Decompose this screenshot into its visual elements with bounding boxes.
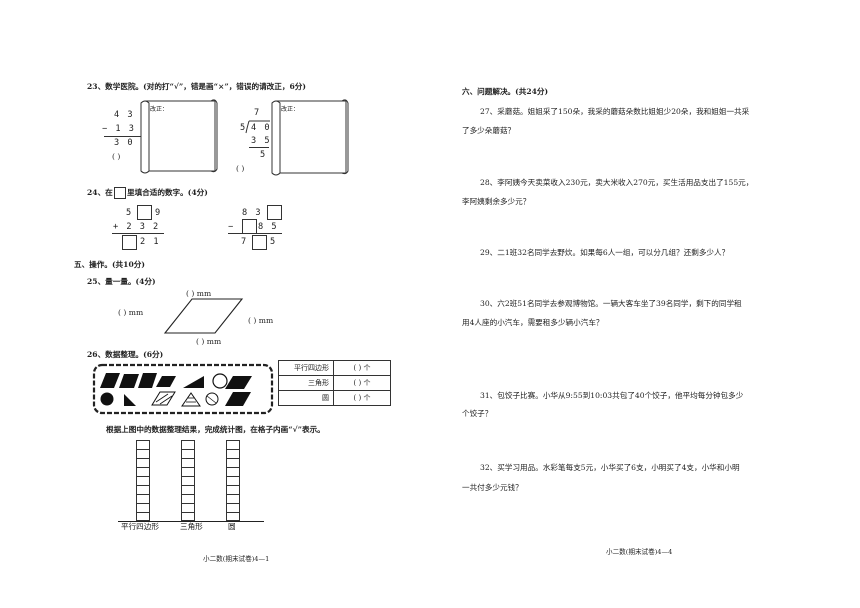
answer-box[interactable] — [267, 205, 282, 220]
tally-count[interactable]: ( ) 个 — [333, 390, 391, 406]
q23-sub-top: 4 3 2 — [114, 110, 148, 120]
question-30-line2: 用4人座的小汽车，需要租多少辆小汽车？ — [462, 318, 604, 327]
q24-add-r2: + 2 3 2 — [113, 222, 160, 232]
q24-sub-r3b: 5 — [270, 237, 277, 247]
parallelogram-icon — [225, 392, 251, 406]
answer-box[interactable] — [137, 205, 152, 220]
q23-div-divisor: 5 — [240, 123, 247, 133]
q24-title-a: 24、在 — [87, 188, 113, 197]
table-row: 圆 ( ) 个 — [278, 390, 391, 406]
q23-div-line — [249, 147, 269, 148]
q23-div-step1: 3 5 — [251, 136, 272, 146]
q24-add-r3: 2 1 — [140, 237, 161, 247]
q24-add-line — [112, 233, 164, 234]
question-30-line1: 30、六2班51名同学去参观博物馆。一辆大客车坐了39名同学，剩下的同学租 — [480, 299, 742, 308]
parallelogram-icon — [100, 373, 120, 388]
section6-heading: 六、问题解决。(共24分) — [462, 87, 549, 96]
tally-table: 平行四边形 ( ) 个 三角形 ( ) 个 圆 ( ) 个 — [278, 360, 391, 406]
question-32-line1: 32、买学习用品。水彩笔每支5元，小华买了6支，小明买了4支，小华和小明 — [480, 463, 740, 472]
bar-label: 圆 — [228, 522, 236, 531]
q24-add-r1a: 5 — [126, 208, 133, 218]
q24-sub-r3a: 7 — [241, 237, 248, 247]
parallelogram-icon — [119, 374, 139, 388]
bar-label: 平行四边形 — [121, 522, 159, 531]
bar-column-triangle[interactable] — [181, 440, 195, 521]
q23-sub-paren: ( ) — [112, 152, 121, 161]
question-31-line1: 31、包饺子比赛。小华从9:55到10:03共包了40个饺子，他平均每分钟包多少 — [480, 391, 744, 400]
triangle-icon — [183, 376, 204, 388]
question-32-line2: 一共付多少元钱？ — [462, 483, 523, 492]
question-27-line1: 27、采蘑菇。姐姐采了150朵，我采的蘑菇朵数比姐姐少20朵，我和姐姐一共采 — [480, 107, 750, 116]
parallelogram-shape — [163, 298, 244, 334]
answer-box[interactable] — [252, 235, 267, 250]
q25-top-label: ( ) mm — [186, 289, 212, 298]
q24-add-r1b: 9 — [155, 208, 162, 218]
answer-box — [114, 187, 126, 199]
correction-label-2: 改正： — [281, 106, 300, 113]
q25-left-label: ( ) mm — [118, 308, 144, 317]
q25-right-label: ( ) mm — [248, 316, 274, 325]
parallelogram-icon — [225, 376, 252, 389]
q23-sub-minus: − 1 3 4 — [102, 124, 149, 134]
parallelogram-icon — [138, 373, 157, 388]
q23-sub-result: 3 0 8 — [114, 138, 148, 148]
q25-bottom-label: ( ) mm — [196, 337, 222, 346]
parallelogram-icon — [156, 376, 176, 387]
table-row: 平行四边形 ( ) 个 — [278, 360, 391, 376]
q23-div-quotient: 7 — [254, 108, 261, 118]
bar-label: 三角形 — [180, 522, 203, 531]
q24-sub-r2: 8 5 — [258, 222, 279, 232]
q23-title: 23、数学医院。(对的打“√”，错是画“×”，错误的请改正，6分) — [87, 82, 306, 91]
chart-baseline — [118, 521, 264, 522]
correction-box-1 — [140, 99, 218, 174]
right-footer: 小二数(期末试卷)4—4 — [606, 548, 673, 556]
triangle-icon — [181, 392, 201, 407]
division-bracket — [245, 120, 270, 134]
correction-box-2 — [271, 99, 349, 176]
question-28-line1: 28、李阿姨今天卖菜收入230元，卖大米收入270元，买生活用品支出了155元， — [480, 178, 754, 187]
parallelogram-icon — [151, 391, 176, 406]
question-28-line2: 李阿姨剩余多少元？ — [462, 197, 531, 206]
triangle-icon — [124, 394, 136, 406]
q26-title: 26、数据整理。(6分) — [87, 350, 164, 359]
left-footer: 小二数(期末试卷)4—1 — [203, 555, 270, 563]
correction-label-1: 改正： — [150, 106, 169, 113]
q24-sub-line — [228, 233, 282, 234]
bar-column-circle[interactable] — [226, 440, 240, 521]
circle-icon — [205, 392, 219, 406]
q23-div-paren: ( ) — [236, 164, 245, 173]
answer-box[interactable] — [122, 235, 137, 250]
q24-sub-r2-sign: − — [228, 222, 235, 232]
circle-icon — [100, 392, 114, 406]
q23-div-dividend: 4 0 — [251, 123, 272, 133]
q24-sub-r1: 8 3 — [242, 208, 263, 218]
q26-instruction: 根据上图中的数据整理结果，完成统计图，在格子内画“√”表示。 — [106, 425, 325, 434]
shapes-panel — [92, 363, 274, 415]
question-27-line2: 了多少朵蘑菇？ — [462, 126, 516, 135]
q25-title: 25、量一量。(4分) — [87, 277, 156, 286]
section5-heading: 五、操作。(共10分) — [74, 260, 145, 269]
question-29-line1: 29、二1班32名同学去野炊。如果每6人一组，可以分几组？还剩多少人？ — [480, 248, 730, 257]
q24-title-b: 里填合适的数字。(4分) — [127, 188, 208, 197]
circle-icon — [212, 373, 228, 389]
bar-column-parallelogram[interactable] — [136, 440, 150, 521]
question-31-line2: 个饺子？ — [462, 409, 493, 418]
q23-sub-line — [104, 136, 146, 137]
q23-div-step2: 5 — [260, 150, 267, 160]
